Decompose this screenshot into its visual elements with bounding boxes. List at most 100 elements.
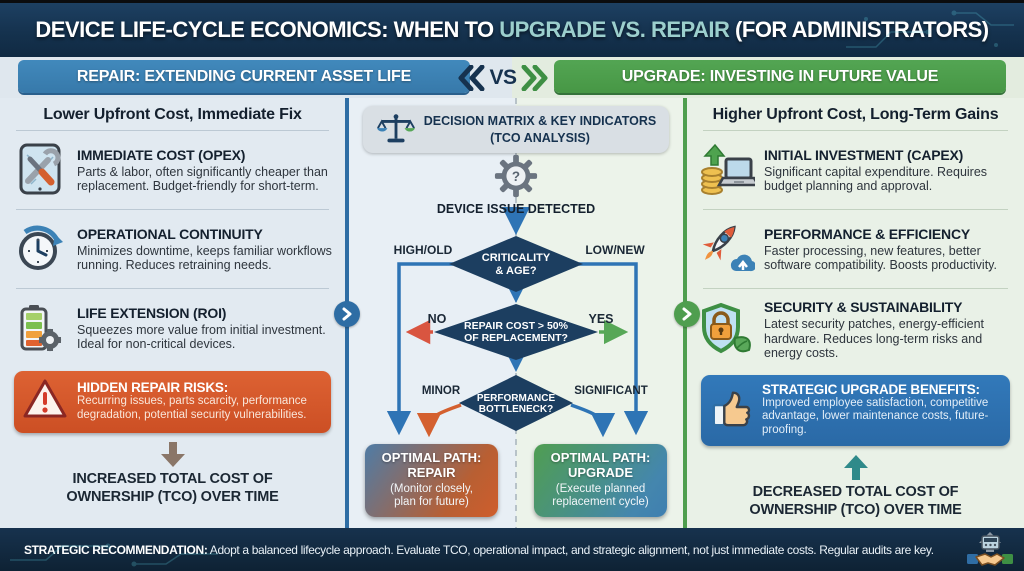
footer-bar: STRATEGIC RECOMMENDATION: Adopt a balanc… bbox=[0, 528, 1024, 571]
yes-label: YES bbox=[588, 312, 613, 326]
handshake-calculator-icon bbox=[966, 531, 1014, 571]
decision-flowchart: CRITICALITY & AGE? REPAIR COST > 50% OF … bbox=[386, 98, 649, 528]
device-issue-label: DEVICE ISSUE DETECTED bbox=[436, 202, 596, 216]
chevron-badge-left bbox=[334, 301, 360, 327]
upgrade-path-title-line2: UPGRADE bbox=[567, 464, 633, 480]
low-new-label: LOW/NEW bbox=[585, 243, 645, 257]
bottleneck-diamond bbox=[459, 375, 573, 431]
item-title: OPERATIONAL CONTINUITY bbox=[77, 225, 263, 242]
low-new-path bbox=[579, 262, 649, 436]
rocket-cloud-icon bbox=[699, 220, 755, 278]
item-text: INITIAL INVESTMENT (CAPEX) Significant c… bbox=[764, 147, 1016, 194]
optimal-path-repair-box: OPTIMAL PATH: REPAIR (Monitor closely, p… bbox=[365, 444, 498, 517]
repair-banner: REPAIR: EXTENDING CURRENT ASSET LIFE bbox=[18, 60, 470, 93]
callout-text: STRATEGIC UPGRADE BENEFITS: Improved emp… bbox=[762, 382, 1000, 438]
divider bbox=[16, 130, 329, 131]
list-item-immediate-cost: IMMEDIATE COST (OPEX) Parts & labor, oft… bbox=[0, 137, 345, 203]
minor-label: MINOR bbox=[422, 385, 461, 397]
repair-path-sub-line1: (Monitor closely, bbox=[390, 482, 473, 495]
significant-arrow bbox=[570, 403, 616, 438]
banner-row: REPAIR: EXTENDING CURRENT ASSET LIFE VS … bbox=[0, 57, 1024, 98]
divider bbox=[703, 209, 1008, 210]
repair-column-heading: Lower Upfront Cost, Immediate Fix bbox=[43, 106, 302, 123]
strategic-recommendation: STRATEGIC RECOMMENDATION: Adopt a balanc… bbox=[24, 543, 934, 557]
item-text: SECURITY & SUSTAINABILITY Latest securit… bbox=[764, 299, 1016, 361]
minor-arrow bbox=[416, 403, 462, 438]
upgrade-path-subtitle: (Execute planned replacement cycle) bbox=[538, 483, 663, 510]
diamond3-line2: BOTTLENECK? bbox=[479, 404, 553, 415]
thumbs-up-icon bbox=[709, 385, 753, 434]
high-old-label: HIGH/OLD bbox=[394, 243, 453, 257]
item-text: LIFE EXTENSION (ROI) Squeezes more value… bbox=[77, 305, 333, 352]
item-title: IMMEDIATE COST (OPEX) bbox=[77, 146, 246, 163]
item-text: PERFORMANCE & EFFICIENCY Faster processi… bbox=[764, 226, 1016, 273]
divider bbox=[703, 288, 1008, 289]
strategic-upgrade-benefits-box: STRATEGIC UPGRADE BENEFITS: Improved emp… bbox=[701, 374, 1010, 446]
up-arrow-icon bbox=[843, 454, 868, 480]
item-body: Faster processing, new features, better … bbox=[764, 243, 997, 273]
decision-matrix-header: DECISION MATRIX & KEY INDICATORS (TCO AN… bbox=[363, 106, 669, 153]
coins-laptop-icon bbox=[699, 141, 755, 199]
scales-icon bbox=[376, 113, 415, 142]
decision-column: CRITICALITY & AGE? REPAIR COST > 50% OF … bbox=[345, 98, 687, 528]
title-pre: DEVICE LIFE-CYCLE ECONOMICS: WHEN TO bbox=[35, 17, 500, 42]
repair-column: Lower Upfront Cost, Immediate Fix I bbox=[0, 98, 345, 528]
page-header: DEVICE LIFE-CYCLE ECONOMICS: WHEN TO UPG… bbox=[0, 3, 1024, 57]
clock-rotate-icon bbox=[12, 220, 68, 278]
main-content: Lower Upfront Cost, Immediate Fix I bbox=[0, 98, 1024, 528]
diamond2-line2: OF REPLACEMENT? bbox=[464, 332, 568, 344]
item-text: IMMEDIATE COST (OPEX) Parts & labor, oft… bbox=[77, 147, 333, 194]
repair-path-title-line1: OPTIMAL PATH: bbox=[381, 450, 482, 465]
hidden-repair-risks-box: HIDDEN REPAIR RISKS: Recurring issues, p… bbox=[14, 371, 331, 433]
repair-path-title: OPTIMAL PATH: REPAIR bbox=[369, 450, 494, 481]
criticality-diamond bbox=[449, 236, 583, 292]
vs-divider: VS bbox=[450, 57, 556, 98]
vs-label: VS bbox=[489, 65, 517, 89]
upgrade-banner: UPGRADE: INVESTING IN FUTURE VALUE bbox=[554, 60, 1006, 93]
high-old-path bbox=[386, 262, 453, 436]
divider bbox=[16, 288, 329, 289]
item-body: Parts & labor, often significantly cheap… bbox=[77, 164, 328, 194]
upgrade-outcome-text: DECREASED TOTAL COST OF OWNERSHIP (TCO) … bbox=[749, 483, 962, 518]
diamond1-line2: & AGE? bbox=[495, 265, 536, 277]
decision-matrix-title: DECISION MATRIX & KEY INDICATORS (TCO AN… bbox=[424, 113, 656, 146]
divider bbox=[16, 209, 329, 210]
gear-question-icon: ? bbox=[493, 153, 539, 204]
item-text: OPERATIONAL CONTINUITY Minimizes downtim… bbox=[77, 226, 333, 273]
callout-text: HIDDEN REPAIR RISKS: Recurring issues, p… bbox=[77, 380, 321, 423]
warning-icon bbox=[22, 378, 68, 425]
list-item-life-extension: LIFE EXTENSION (ROI) Squeezes more value… bbox=[0, 295, 345, 361]
list-item-initial-investment: INITIAL INVESTMENT (CAPEX) Significant c… bbox=[687, 137, 1024, 203]
chevron-left-icon bbox=[458, 64, 485, 91]
title-highlight: UPGRADE VS. REPAIR bbox=[499, 17, 730, 42]
item-title: PERFORMANCE & EFFICIENCY bbox=[764, 225, 970, 242]
decision-matrix-line2: (TCO ANALYSIS) bbox=[490, 130, 590, 145]
upgrade-column-heading: Higher Upfront Cost, Long-Term Gains bbox=[712, 106, 999, 123]
upgrade-column: Higher Upfront Cost, Long-Term Gains bbox=[687, 98, 1024, 528]
item-body: Minimizes downtime, keeps familiar workf… bbox=[77, 243, 332, 273]
upgrade-path-title: OPTIMAL PATH: UPGRADE bbox=[538, 450, 663, 481]
callout-body: Recurring issues, parts scarcity, perfor… bbox=[77, 395, 307, 421]
chevron-right-icon bbox=[521, 64, 547, 91]
page-title: DEVICE LIFE-CYCLE ECONOMICS: WHEN TO UPG… bbox=[35, 17, 989, 43]
repair-outcome-text: INCREASED TOTAL COST OF OWNERSHIP (TCO) … bbox=[66, 471, 279, 505]
item-body: Significant capital expenditure. Require… bbox=[764, 164, 988, 194]
optimal-path-upgrade-box: OPTIMAL PATH: UPGRADE (Execute planned r… bbox=[534, 444, 667, 517]
chevron-right-icon bbox=[682, 307, 692, 321]
chevron-badge-right bbox=[674, 301, 700, 327]
title-post: (FOR ADMINISTRATORS) bbox=[729, 17, 989, 42]
chevron-right-icon bbox=[342, 307, 352, 321]
callout-title: HIDDEN REPAIR RISKS: bbox=[77, 380, 229, 396]
divider bbox=[703, 130, 1008, 131]
repair-cost-diamond bbox=[434, 304, 598, 360]
item-title: SECURITY & SUSTAINABILITY bbox=[764, 299, 963, 315]
decision-matrix-line1: DECISION MATRIX & KEY INDICATORS bbox=[423, 114, 657, 129]
strategic-recommendation-body: Adopt a balanced lifecycle approach. Eva… bbox=[207, 542, 934, 557]
diamond2-line1: REPAIR COST > 50% bbox=[464, 320, 569, 332]
shield-leaf-icon bbox=[699, 301, 755, 359]
significant-label: SIGNIFICANT bbox=[574, 385, 647, 397]
list-item-operational-continuity: OPERATIONAL CONTINUITY Minimizes downtim… bbox=[0, 216, 345, 282]
repair-path-sub-line2: plan for future) bbox=[394, 496, 469, 509]
item-body: Squeezes more value from initial investm… bbox=[77, 322, 326, 352]
